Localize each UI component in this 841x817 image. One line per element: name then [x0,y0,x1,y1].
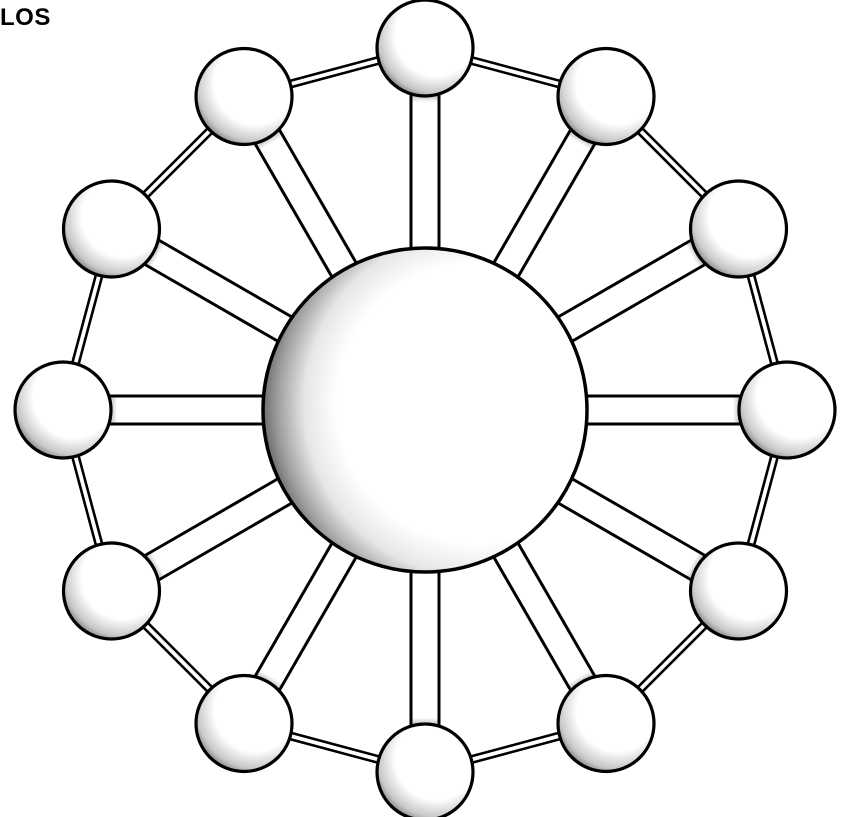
spoke [553,476,707,581]
spoke [491,128,596,282]
outer-node-sphere [691,181,787,277]
spoke [254,128,359,282]
outer-node-sphere [63,181,159,277]
outer-node-sphere [196,676,292,772]
spoke [107,396,269,424]
outer-node-sphere [377,724,473,817]
spoke [411,566,439,728]
outer-node-sphere [196,48,292,144]
spoke [553,239,707,344]
spoke [491,538,596,692]
hub [263,248,587,572]
spoke [581,396,743,424]
outer-node-sphere [691,543,787,639]
spoke [254,538,359,692]
spoke [411,92,439,254]
outer-node-sphere [558,676,654,772]
outer-node-sphere [739,362,835,458]
spoke [143,476,297,581]
outer-node-sphere [15,362,111,458]
central-hub-sphere [263,248,587,572]
outer-node-sphere [377,0,473,96]
outer-node-sphere [558,48,654,144]
spoke [143,239,297,344]
outer-node-sphere [63,543,159,639]
